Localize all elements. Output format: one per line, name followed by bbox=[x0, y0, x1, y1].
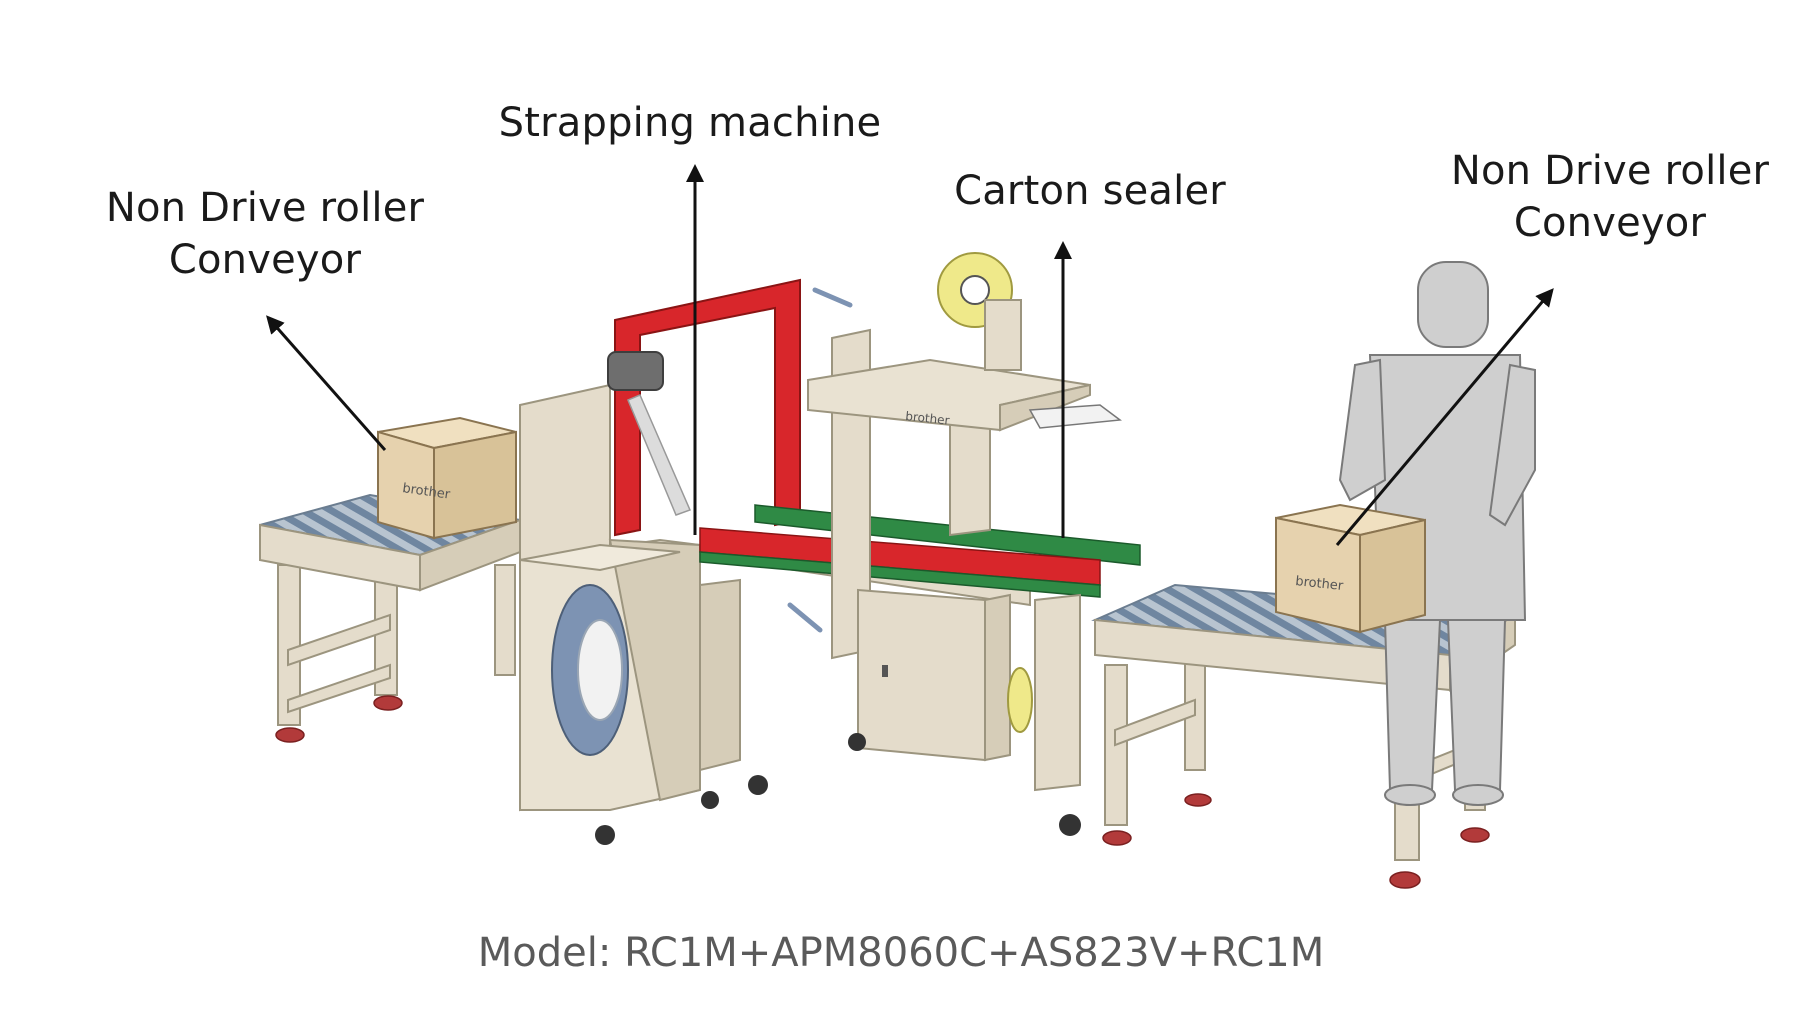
sealer-flap-guide bbox=[1028, 404, 1122, 429]
sealer-outfeed-leg bbox=[1034, 593, 1081, 792]
carton-sealer: brother bbox=[699, 252, 1141, 836]
right-conveyor-arrow bbox=[1335, 288, 1554, 546]
tape-roll-bottom bbox=[1007, 667, 1033, 733]
sealer-crank-handle bbox=[787, 287, 853, 633]
left-conveyor-label-line1: Non Drive roller bbox=[105, 185, 425, 231]
left-conveyor-label-line2: Conveyor bbox=[168, 237, 362, 283]
left-box-brand-text: brother bbox=[401, 481, 451, 503]
strapping-machine bbox=[519, 278, 801, 845]
sealer-cabinet bbox=[857, 588, 986, 762]
left-conveyor-label: Non Drive roller Conveyor bbox=[95, 182, 435, 286]
left-roller-conveyor: brother bbox=[259, 416, 521, 743]
right-carton-box: brother bbox=[1275, 503, 1426, 634]
left-conveyor-arrow bbox=[266, 315, 387, 451]
sealer-green-rail-front bbox=[699, 551, 1101, 598]
left-carton-box: brother bbox=[377, 416, 517, 540]
sealer-head-brand-text: brother bbox=[905, 409, 951, 428]
right-conveyor-label-line1: Non Drive roller bbox=[1450, 148, 1770, 194]
right-conveyor-label-line2: Conveyor bbox=[1513, 200, 1707, 246]
carton-sealer-label: Carton sealer bbox=[954, 168, 1226, 214]
strapping-machine-label: Strapping machine bbox=[498, 100, 882, 146]
strap-reel bbox=[551, 584, 629, 756]
right-conveyor-label: Non Drive roller Conveyor bbox=[1440, 145, 1780, 249]
right-box-brand-text: brother bbox=[1295, 574, 1345, 594]
left-conveyor-feet bbox=[275, 695, 403, 743]
right-conveyor-feet bbox=[1102, 793, 1490, 889]
model-caption: Model: RC1M+APM8060C+AS823V+RC1M bbox=[477, 930, 1325, 976]
strapping-motor bbox=[607, 351, 664, 391]
left-conveyor-legs bbox=[277, 564, 516, 726]
